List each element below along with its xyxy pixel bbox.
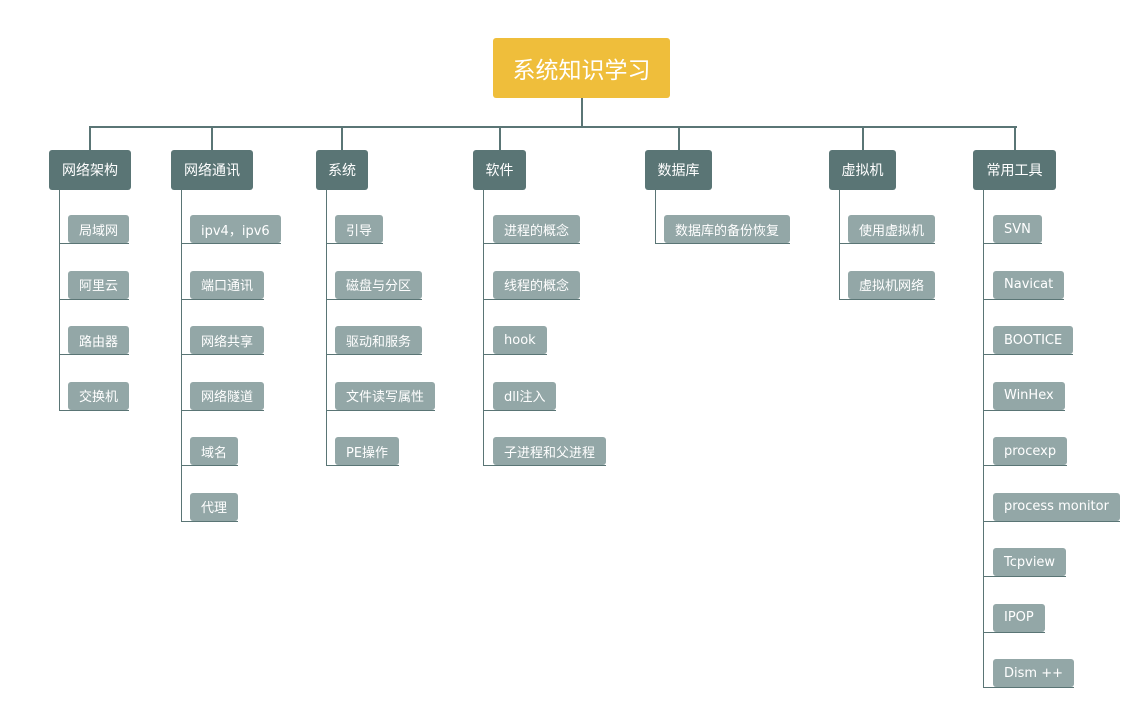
topic-underline [59, 354, 129, 355]
category-node[interactable]: 虚拟机 [829, 150, 896, 190]
topic-underline [839, 243, 935, 244]
topic-underline [983, 298, 1064, 300]
category-node[interactable]: 常用工具 [973, 150, 1056, 190]
topic-node[interactable]: Dism ++ [993, 659, 1074, 687]
branch-line [839, 190, 840, 299]
category-node[interactable]: 软件 [473, 150, 526, 190]
branch-line [326, 190, 327, 465]
topic-underline [326, 465, 399, 466]
topic-node[interactable]: 虚拟机网络 [848, 270, 936, 299]
category-node[interactable]: 网络架构 [49, 150, 131, 190]
topic-node[interactable]: 阿里云 [68, 270, 130, 299]
topic-node[interactable]: WinHex [993, 381, 1065, 410]
topic-node[interactable]: 磁盘与分区 [335, 270, 423, 299]
category-connector [211, 127, 213, 150]
topic-node[interactable]: 局域网 [68, 215, 130, 243]
category-connector [341, 127, 343, 150]
topic-node[interactable]: 文件读写属性 [335, 381, 436, 410]
topic-underline [326, 409, 435, 411]
topic-underline [983, 409, 1065, 411]
topic-underline [483, 354, 547, 355]
topic-underline [326, 243, 383, 244]
category-connector [89, 127, 91, 150]
topic-underline [181, 465, 238, 466]
category-connector [677, 127, 680, 150]
topic-node[interactable]: 数据库的备份恢复 [664, 215, 791, 243]
topic-underline [483, 409, 556, 411]
category-node[interactable]: 系统 [316, 150, 368, 190]
topic-underline [983, 354, 1073, 355]
topic-node[interactable]: hook [493, 326, 547, 354]
topic-node[interactable]: Tcpview [993, 548, 1067, 576]
topic-underline [483, 298, 580, 300]
topic-node[interactable]: 驱动和服务 [335, 326, 423, 354]
topic-node[interactable]: BOOTICE [993, 326, 1074, 354]
topic-node[interactable]: 交换机 [68, 381, 130, 410]
topic-node[interactable]: process monitor [993, 492, 1120, 521]
topic-node[interactable]: 子进程和父进程 [493, 437, 607, 465]
branch-line [59, 190, 60, 410]
topic-underline [59, 243, 129, 244]
topic-node[interactable]: 路由器 [68, 326, 130, 354]
category-connector [498, 127, 501, 150]
topic-underline [983, 576, 1066, 577]
topic-node[interactable]: 网络共享 [190, 326, 265, 354]
topic-node[interactable]: PE操作 [335, 437, 400, 465]
category-connector [861, 127, 864, 150]
root-connector [581, 98, 583, 127]
topic-underline [326, 298, 422, 300]
topic-node[interactable]: 引导 [335, 215, 384, 243]
topic-node[interactable]: Navicat [993, 270, 1065, 299]
topic-node[interactable]: 端口通讯 [190, 270, 265, 299]
topic-underline [181, 520, 238, 522]
topic-node[interactable]: procexp [993, 437, 1068, 465]
topic-underline [983, 687, 1074, 688]
topic-underline [181, 354, 264, 355]
topic-underline [483, 243, 580, 244]
topic-underline [655, 243, 790, 244]
topic-underline [59, 298, 129, 300]
topic-node[interactable]: ipv4，ipv6 [190, 215, 281, 243]
topic-underline [181, 409, 264, 411]
topic-underline [181, 243, 281, 244]
category-node[interactable]: 网络通讯 [171, 150, 253, 190]
branch-line [181, 190, 182, 521]
topic-underline [983, 243, 1042, 244]
branch-line [983, 190, 984, 687]
category-node[interactable]: 数据库 [645, 150, 712, 190]
topic-node[interactable]: 代理 [190, 492, 239, 521]
central-topic[interactable]: 系统知识学习 [493, 38, 670, 98]
topic-node[interactable]: SVN [993, 215, 1042, 243]
branch-line [655, 190, 656, 243]
topic-underline [983, 631, 1045, 633]
topic-underline [59, 409, 129, 411]
main-horizontal-connector [89, 126, 1017, 128]
topic-node[interactable]: dll注入 [493, 381, 557, 410]
topic-node[interactable]: 线程的概念 [493, 270, 581, 299]
topic-underline [983, 465, 1067, 466]
topic-node[interactable]: 域名 [190, 437, 239, 465]
topic-node[interactable]: 进程的概念 [493, 215, 581, 243]
topic-underline [326, 354, 422, 355]
topic-underline [483, 465, 606, 466]
topic-underline [839, 298, 935, 300]
topic-underline [181, 298, 264, 300]
topic-node[interactable]: IPOP [993, 603, 1045, 632]
branch-line [483, 190, 484, 465]
topic-node[interactable]: 网络隧道 [190, 381, 265, 410]
topic-underline [983, 520, 1120, 522]
category-connector [1013, 127, 1016, 150]
topic-node[interactable]: 使用虚拟机 [848, 215, 936, 243]
